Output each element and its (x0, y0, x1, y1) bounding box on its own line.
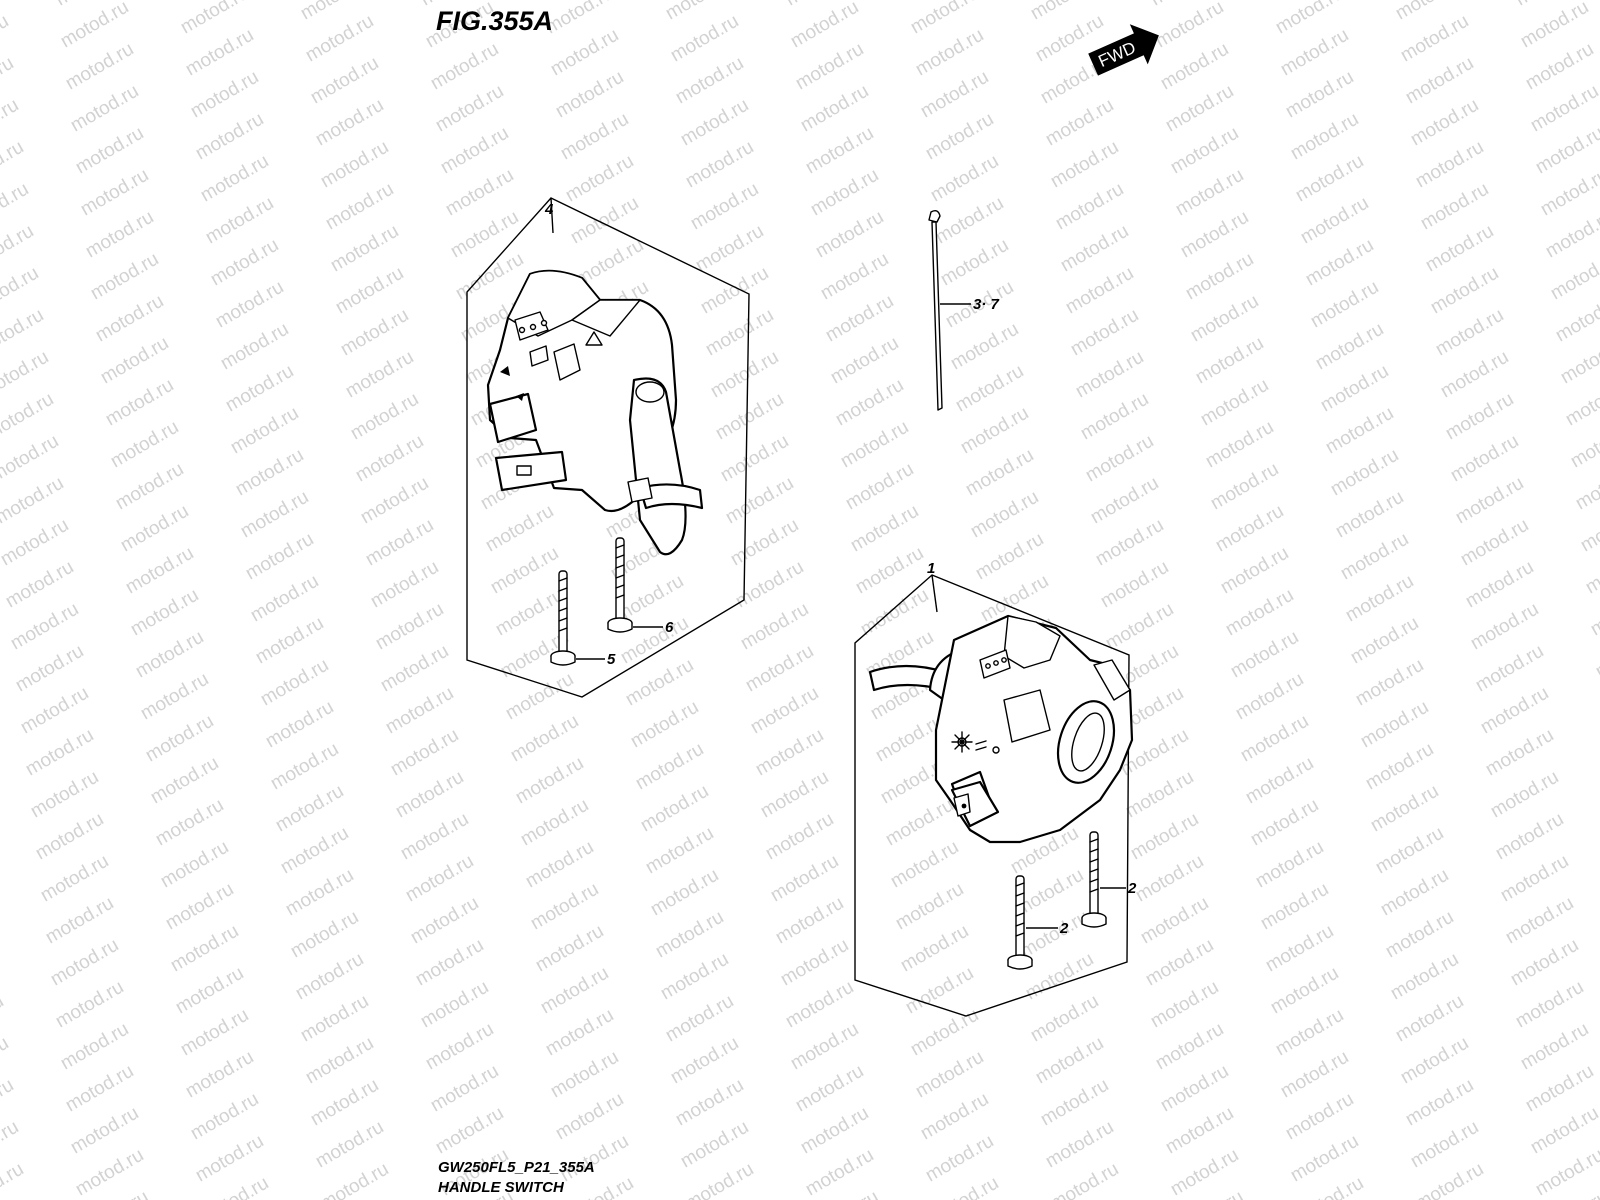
screw-6 (607, 537, 633, 633)
callout-left-switch: 4 (544, 201, 554, 218)
right-handle-switch-group: 1 (854, 560, 1137, 1017)
callout-cable-tie: 3· 7 (973, 296, 1000, 313)
callout-leader (550, 197, 554, 234)
footer-code: GW250FL5_P21_355A (438, 1159, 595, 1176)
left-handle-switch-group: 4 (466, 197, 750, 698)
callout-right-switch: 1 (927, 560, 935, 577)
callout-left-screw-b: 6 (665, 619, 674, 636)
footer-name: HANDLE SWITCH (438, 1179, 565, 1196)
cable-tie: 3· 7 (928, 209, 1000, 411)
left-switch-housing (486, 269, 704, 556)
callout-right-screw-a: 2 (1059, 920, 1069, 937)
screw-2-a (1007, 875, 1033, 970)
callout-left-screw-a: 5 (607, 651, 616, 668)
right-group-outline (854, 574, 1130, 1017)
screw-5 (550, 570, 576, 666)
figure-title: FIG.355A (436, 6, 553, 36)
callout-leader (931, 574, 938, 613)
screw-2-b (1081, 831, 1107, 928)
watermark-text: motod.ru (0, 1159, 27, 1200)
callout-right-screw-b: 2 (1127, 880, 1137, 897)
left-group-outline (466, 197, 750, 698)
watermark-text: motod.ru (0, 949, 2, 1005)
right-switch-housing (868, 614, 1134, 844)
